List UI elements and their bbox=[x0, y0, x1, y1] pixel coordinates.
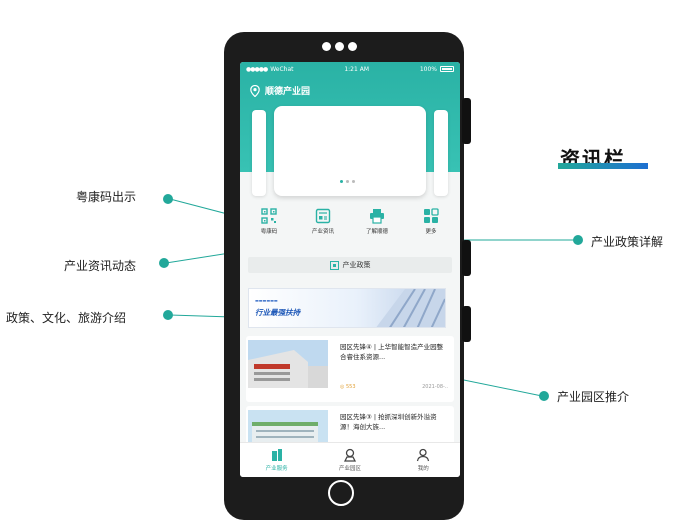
section-header-policy[interactable]: 产业政策 bbox=[248, 257, 452, 273]
annotation-dot bbox=[163, 194, 173, 204]
bottom-tab-bar: 产业服务 产业园区 我的 bbox=[240, 442, 460, 477]
news-list-item[interactable]: 园区先锋④ | 上华智能智造产业园整合睿住系资源... ◎ 553 2021-0… bbox=[246, 336, 454, 402]
phone-screen: ●●●●● WeChat 1:21 AM 100% 顺德产业园 bbox=[240, 62, 460, 477]
location-pin-icon bbox=[250, 84, 260, 97]
home-button[interactable] bbox=[328, 480, 354, 506]
side-button bbox=[462, 240, 471, 276]
quick-nav-label: 了解顺德 bbox=[365, 229, 388, 235]
carrier-label: WeChat bbox=[270, 65, 294, 73]
building-image bbox=[376, 289, 445, 327]
tab-label: 产业服务 bbox=[265, 466, 288, 472]
tab-mine[interactable]: 我的 bbox=[393, 448, 453, 472]
policy-section-icon bbox=[329, 260, 339, 270]
policy-banner[interactable]: ▬▬▬▬▬▬ 行业最强扶持 bbox=[248, 288, 446, 328]
battery-percent: 100% bbox=[419, 65, 437, 73]
tab-label: 产业园区 bbox=[338, 466, 361, 472]
side-button bbox=[462, 98, 471, 144]
tab-industry-service[interactable]: 产业服务 bbox=[247, 448, 307, 472]
carousel-dot bbox=[352, 180, 355, 183]
annotation-park-recommend: 产业园区推介 bbox=[557, 390, 630, 404]
app-title: 顺德产业园 bbox=[265, 87, 311, 97]
policy-banner-tag: ▬▬▬▬▬▬ bbox=[255, 298, 278, 303]
quick-nav-label: 更多 bbox=[425, 229, 437, 235]
news-title: 园区先锋③ | 抢抓深圳创新外溢资源！海创大族... bbox=[340, 413, 437, 431]
side-button bbox=[462, 306, 471, 342]
quick-nav-health-code[interactable]: 粤康码 bbox=[246, 208, 292, 248]
annotation-policy-culture: 政策、文化、旅游介绍 bbox=[6, 311, 127, 325]
annotation-dot bbox=[539, 391, 549, 401]
policy-banner-headline: 行业最强扶持 bbox=[255, 308, 300, 317]
annotation-industry-news: 产业资讯动态 bbox=[64, 259, 137, 273]
quick-nav-label: 产业资讯 bbox=[311, 229, 334, 235]
status-time: 1:21 AM bbox=[344, 65, 369, 73]
news-thumbnail bbox=[248, 340, 328, 388]
news-meta: ◎ 553 2021-08-.. bbox=[340, 384, 448, 390]
annotation-dot bbox=[163, 310, 173, 320]
building-icon bbox=[270, 448, 284, 462]
quick-nav-label: 粤康码 bbox=[260, 229, 278, 235]
tab-industrial-park[interactable]: 产业园区 bbox=[320, 448, 380, 472]
carousel-dot bbox=[346, 180, 349, 183]
carousel-dot bbox=[340, 180, 343, 183]
printer-icon bbox=[369, 208, 385, 224]
grid-more-icon bbox=[423, 208, 439, 224]
news-date: 2021-08-.. bbox=[422, 384, 448, 390]
section-tag-underline bbox=[558, 163, 648, 169]
qr-code-icon bbox=[261, 208, 277, 224]
news-views: ◎ 553 bbox=[340, 384, 356, 390]
carousel-next-card[interactable] bbox=[434, 110, 448, 196]
quick-nav-more[interactable]: 更多 bbox=[408, 208, 454, 248]
status-bar: ●●●●● WeChat 1:21 AM 100% bbox=[240, 64, 460, 74]
carousel-indicator bbox=[340, 180, 355, 183]
news-title: 园区先锋④ | 上华智能智造产业园整合睿住系资源... bbox=[340, 343, 444, 361]
section-title: 产业政策 bbox=[342, 261, 371, 269]
camera-sensors bbox=[322, 42, 357, 51]
carousel-banner[interactable] bbox=[274, 106, 426, 196]
annotation-policy-detail: 产业政策详解 bbox=[591, 235, 664, 249]
signal-icon: ●●●●● bbox=[246, 65, 268, 73]
annotation-dot bbox=[573, 235, 583, 245]
park-icon bbox=[343, 448, 357, 462]
quick-nav-industry-news[interactable]: 产业资讯 bbox=[300, 208, 346, 248]
user-icon bbox=[416, 448, 430, 462]
carousel-prev-card[interactable] bbox=[252, 110, 266, 196]
news-icon bbox=[315, 208, 331, 224]
quick-nav: 粤康码 产业资讯 了解顺德 bbox=[246, 208, 454, 248]
tab-label: 我的 bbox=[417, 466, 429, 472]
battery-icon bbox=[440, 66, 454, 72]
annotation-dot bbox=[159, 258, 169, 268]
app-bar: 顺德产业园 bbox=[250, 84, 310, 97]
quick-nav-about-shunde[interactable]: 了解顺德 bbox=[354, 208, 400, 248]
annotation-health-code: 粤康码出示 bbox=[76, 190, 137, 204]
